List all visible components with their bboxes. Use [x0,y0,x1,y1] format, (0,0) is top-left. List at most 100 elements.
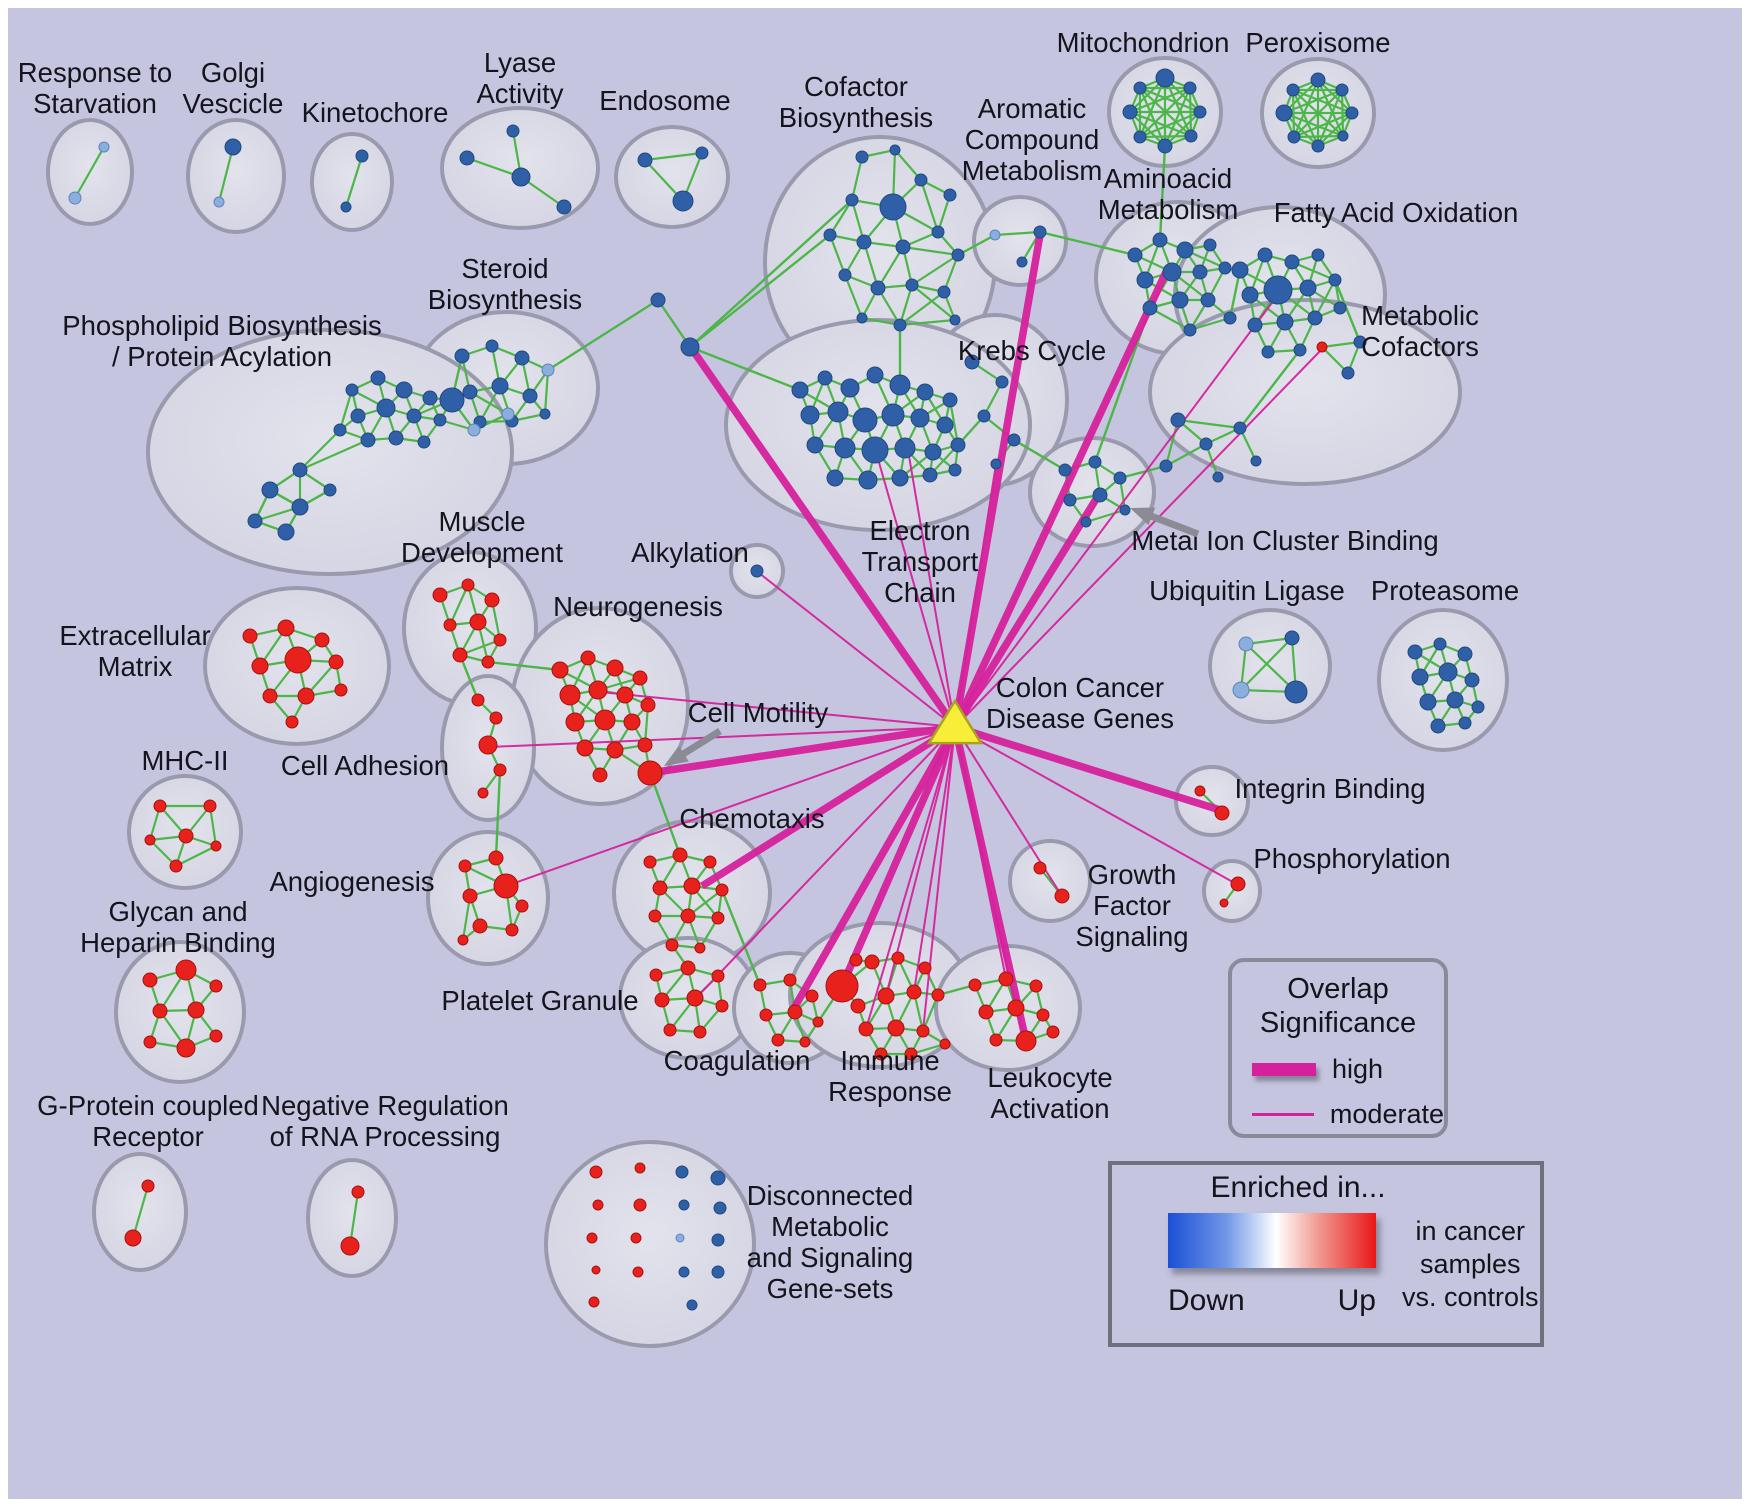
gene-set-node[interactable] [852,407,878,433]
gene-set-node[interactable] [1457,646,1473,662]
gene-set-node[interactable] [1133,130,1147,144]
gene-set-node[interactable] [175,959,197,981]
gene-set-node[interactable] [1218,261,1232,275]
gene-set-node[interactable] [1212,471,1224,483]
gene-set-node[interactable] [630,1232,642,1244]
gene-set-node[interactable] [370,370,386,386]
gene-set-node[interactable] [1203,238,1217,252]
gene-set-node[interactable] [488,850,504,866]
gene-set-node[interactable] [493,633,507,647]
gene-set-node[interactable] [858,470,878,490]
gene-set-node[interactable] [713,1201,727,1215]
gene-set-node[interactable] [511,167,531,187]
gene-set-node[interactable] [695,146,709,160]
gene-set-node[interactable] [153,799,167,813]
gene-set-node[interactable] [541,363,555,377]
gene-set-node[interactable] [686,1299,698,1311]
gene-set-node[interactable] [1230,876,1246,892]
gene-set-node[interactable] [1036,1008,1050,1022]
gene-set-node[interactable] [1133,81,1147,95]
gene-set-node[interactable] [686,989,704,1007]
gene-set-node[interactable] [672,847,688,863]
gene-set-node[interactable] [439,387,465,413]
gene-set-node[interactable] [351,1185,365,1199]
gene-set-node[interactable] [592,1199,604,1211]
gene-set-node[interactable] [471,693,485,707]
gene-set-node[interactable] [1016,256,1028,268]
gene-set-node[interactable] [477,787,489,799]
gene-set-node[interactable] [285,715,299,729]
gene-set-node[interactable] [856,312,868,324]
gene-set-node[interactable] [1046,1025,1060,1039]
gene-set-node[interactable] [539,408,551,420]
gene-set-node[interactable] [458,859,472,873]
gene-set-node[interactable] [242,628,258,644]
gene-set-node[interactable] [514,350,530,366]
gene-set-node[interactable] [759,1008,773,1022]
gene-set-node[interactable] [632,670,648,686]
gene-set-node[interactable] [783,973,797,987]
gene-set-node[interactable] [864,954,880,970]
gene-set-node[interactable] [1183,323,1197,337]
gene-set-node[interactable] [1328,273,1342,287]
gene-set-node[interactable] [1183,81,1197,95]
gene-set-node[interactable] [459,150,475,166]
gene-set-node[interactable] [1142,300,1158,316]
gene-set-node[interactable] [715,999,729,1013]
gene-set-node[interactable] [1299,279,1317,297]
disease-hub-triangle[interactable] [926,698,984,745]
gene-set-node[interactable] [889,374,911,396]
gene-set-node[interactable] [838,268,852,282]
gene-set-node[interactable] [827,401,849,423]
gene-set-node[interactable] [360,432,376,448]
gene-set-node[interactable] [665,938,679,952]
gene-set-node[interactable] [1214,805,1230,821]
gene-set-node[interactable] [1261,345,1275,359]
gene-set-node[interactable] [1080,516,1092,528]
gene-set-node[interactable] [1157,138,1173,154]
gene-set-node[interactable] [485,339,499,353]
gene-set-node[interactable] [1310,72,1326,88]
gene-set-node[interactable] [995,375,1009,389]
gene-set-node[interactable] [990,458,1002,470]
gene-set-node[interactable] [472,918,488,934]
gene-set-node[interactable] [1464,672,1480,688]
gene-set-node[interactable] [1333,301,1347,315]
gene-set-node[interactable] [637,760,663,786]
gene-set-node[interactable] [1231,261,1249,279]
gene-set-node[interactable] [556,199,572,215]
gene-set-node[interactable] [489,711,503,725]
gene-set-node[interactable] [904,1047,918,1061]
gene-set-node[interactable] [895,239,911,255]
gene-set-node[interactable] [1033,861,1047,875]
gene-set-node[interactable] [462,888,478,904]
gene-set-node[interactable] [203,799,217,813]
gene-set-node[interactable] [493,873,519,899]
gene-set-node[interactable] [678,1199,690,1211]
gene-set-node[interactable] [1119,504,1131,516]
gene-set-node[interactable] [968,978,982,992]
gene-set-node[interactable] [680,337,700,357]
gene-set-node[interactable] [98,141,110,153]
gene-set-node[interactable] [1345,106,1359,120]
gene-set-node[interactable] [333,423,347,437]
gene-set-node[interactable] [143,1035,157,1049]
gene-set-node[interactable] [637,152,653,168]
gene-set-node[interactable] [142,972,158,988]
gene-set-node[interactable] [443,618,457,632]
gene-set-node[interactable] [350,408,366,424]
gene-set-node[interactable] [711,1233,725,1247]
gene-set-node[interactable] [209,1029,223,1043]
gene-set-node[interactable] [817,370,833,386]
gene-set-node[interactable] [417,435,431,449]
gene-set-node[interactable] [858,1021,874,1037]
gene-set-node[interactable] [918,961,932,975]
gene-set-node[interactable] [650,292,666,308]
gene-set-node[interactable] [931,225,945,239]
gene-set-node[interactable] [989,1033,1003,1047]
gene-set-node[interactable] [462,384,478,400]
gene-set-node[interactable] [1199,437,1213,451]
gene-set-node[interactable] [141,1179,155,1193]
gene-set-node[interactable] [551,661,569,679]
gene-set-node[interactable] [710,1170,726,1186]
